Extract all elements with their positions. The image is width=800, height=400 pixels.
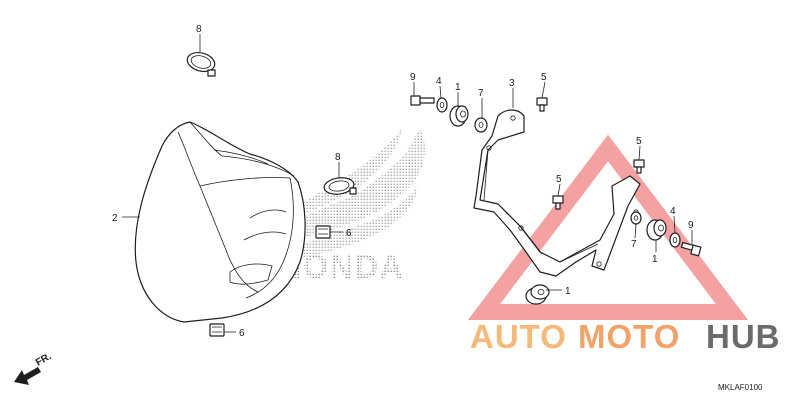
automotohub-triangle	[467, 134, 749, 320]
clip-nut-lower	[209, 323, 225, 337]
callout-9-left: 9	[410, 72, 416, 83]
callout-7-right: 7	[631, 239, 637, 250]
front-label: FR.	[34, 351, 54, 369]
grommet-top	[449, 105, 469, 127]
leader-lines	[122, 34, 693, 333]
callout-1-top: 1	[455, 82, 461, 93]
callout-3: 3	[509, 78, 515, 89]
watermark-auto: AUTO	[470, 318, 567, 355]
callout-1-bottom: 1	[565, 286, 571, 297]
callout-5-right: 5	[636, 136, 642, 147]
hose-clamp-lower	[323, 177, 357, 195]
callout-1-right: 1	[652, 254, 658, 265]
callout-6-upper: 6	[346, 228, 352, 239]
washer-left	[436, 97, 448, 113]
callout-4-right: 4	[670, 206, 676, 217]
collar-right	[630, 211, 642, 225]
callout-5-middle: 5	[556, 174, 562, 185]
bolt-left	[410, 95, 435, 106]
front-direction-marker: FR.	[14, 351, 54, 385]
callout-2: 2	[112, 213, 118, 224]
diagram-code: MKLAF0100	[718, 383, 763, 392]
headlight-stay	[473, 109, 641, 277]
hose-clamp-upper	[186, 51, 216, 77]
screw-top	[536, 97, 548, 112]
collar-top	[474, 117, 488, 133]
callout-8-lower: 8	[335, 152, 341, 163]
callout-9-right: 9	[688, 220, 694, 231]
callout-7-top: 7	[478, 88, 484, 99]
headlight-assembly	[134, 121, 306, 323]
watermark-hub: HUB	[706, 318, 781, 355]
callout-5-top: 5	[541, 72, 547, 83]
grommet-bottom	[525, 284, 550, 305]
washer-right	[669, 232, 681, 248]
watermark-moto: MOTO	[578, 318, 680, 355]
callout-6-lower: 6	[239, 328, 245, 339]
automotohub-wordmark: AUTO MOTO HUB	[470, 318, 781, 355]
bolt-right	[680, 241, 702, 257]
grommet-right	[646, 219, 667, 241]
clip-nut-upper	[315, 225, 331, 239]
callout-labels: 8 8 2 6 6 9 4 1 7 3 5 5 5 4 9 7 1 1	[112, 24, 694, 339]
callout-4-left: 4	[436, 76, 442, 87]
callout-8-upper: 8	[196, 24, 202, 35]
screw-right	[633, 159, 645, 174]
